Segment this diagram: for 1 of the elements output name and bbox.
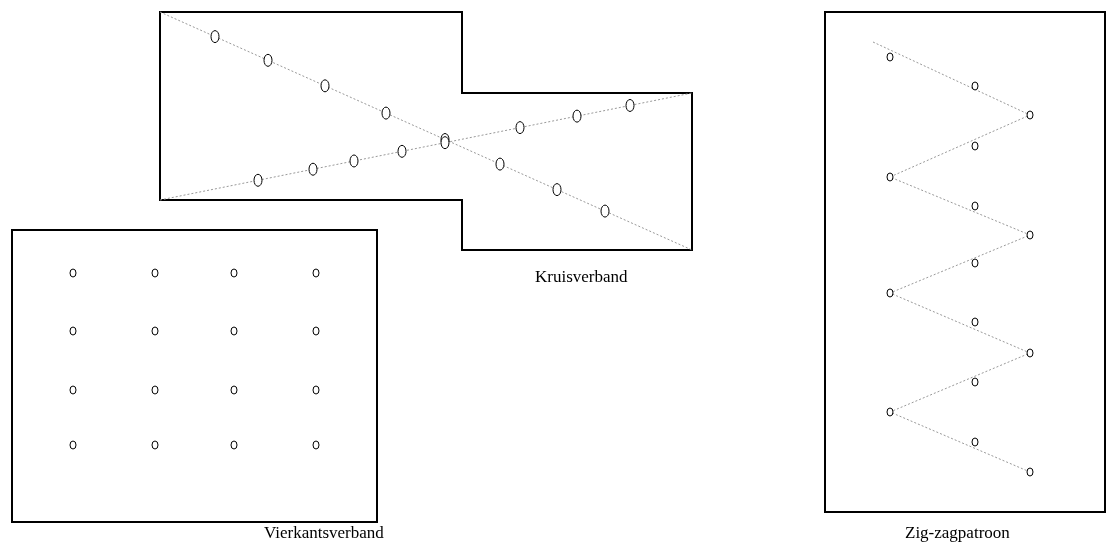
pattern-caption: Zig-zagpatroon <box>905 524 1010 543</box>
